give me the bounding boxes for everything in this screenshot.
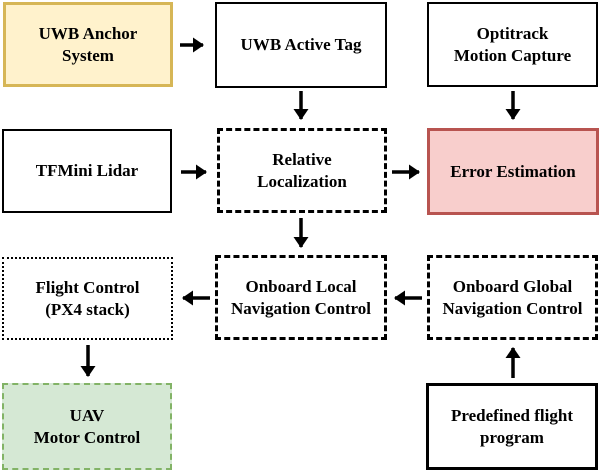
box-label-line: Motion Capture xyxy=(453,45,572,65)
box-label-line: Motor Control xyxy=(33,427,141,447)
box-onboard-global-navigation-control: Onboard Global Navigation Control xyxy=(427,255,598,340)
box-label-line: Onboard Local xyxy=(245,276,357,296)
box-relative-localization: Relative Localization xyxy=(217,128,387,213)
box-label-line: (PX4 stack) xyxy=(45,299,130,319)
box-label-line: UWB Anchor xyxy=(38,23,138,43)
box-label-line: UWB Active Tag xyxy=(240,35,362,54)
box-label-line: Navigation Control xyxy=(442,298,583,318)
box-optitrack-motion-capture: Optitrack Motion Capture xyxy=(427,2,598,87)
box-label-line: UAV xyxy=(69,405,105,425)
box-onboard-local-navigation-control: Onboard Local Navigation Control xyxy=(215,255,387,340)
box-label-line: System xyxy=(62,45,114,65)
box-label-line: Navigation Control xyxy=(231,298,371,318)
box-label-line: Onboard Global xyxy=(452,276,573,296)
box-uwb-anchor-system: UWB Anchor System xyxy=(3,2,173,87)
box-predefined-flight-program: Predefined flight program xyxy=(426,383,598,470)
box-label-line: Predefined flight xyxy=(451,405,573,425)
box-label-line: Flight Control xyxy=(35,277,140,297)
box-error-estimation: Error Estimation xyxy=(427,128,599,215)
box-uwb-active-tag: UWB Active Tag xyxy=(215,2,387,88)
box-label-line: Relative xyxy=(272,149,332,169)
box-label-line: TFMini Lidar xyxy=(35,161,139,180)
box-tfmini-lidar: TFMini Lidar xyxy=(2,129,172,213)
box-label-line: Localization xyxy=(257,171,347,191)
box-label-line: Optitrack xyxy=(476,23,549,43)
box-label-line: Error Estimation xyxy=(450,161,576,181)
box-flight-control-px4: Flight Control (PX4 stack) xyxy=(2,257,173,340)
box-label-line: program xyxy=(480,427,544,447)
box-uav-motor-control: UAV Motor Control xyxy=(2,383,172,470)
